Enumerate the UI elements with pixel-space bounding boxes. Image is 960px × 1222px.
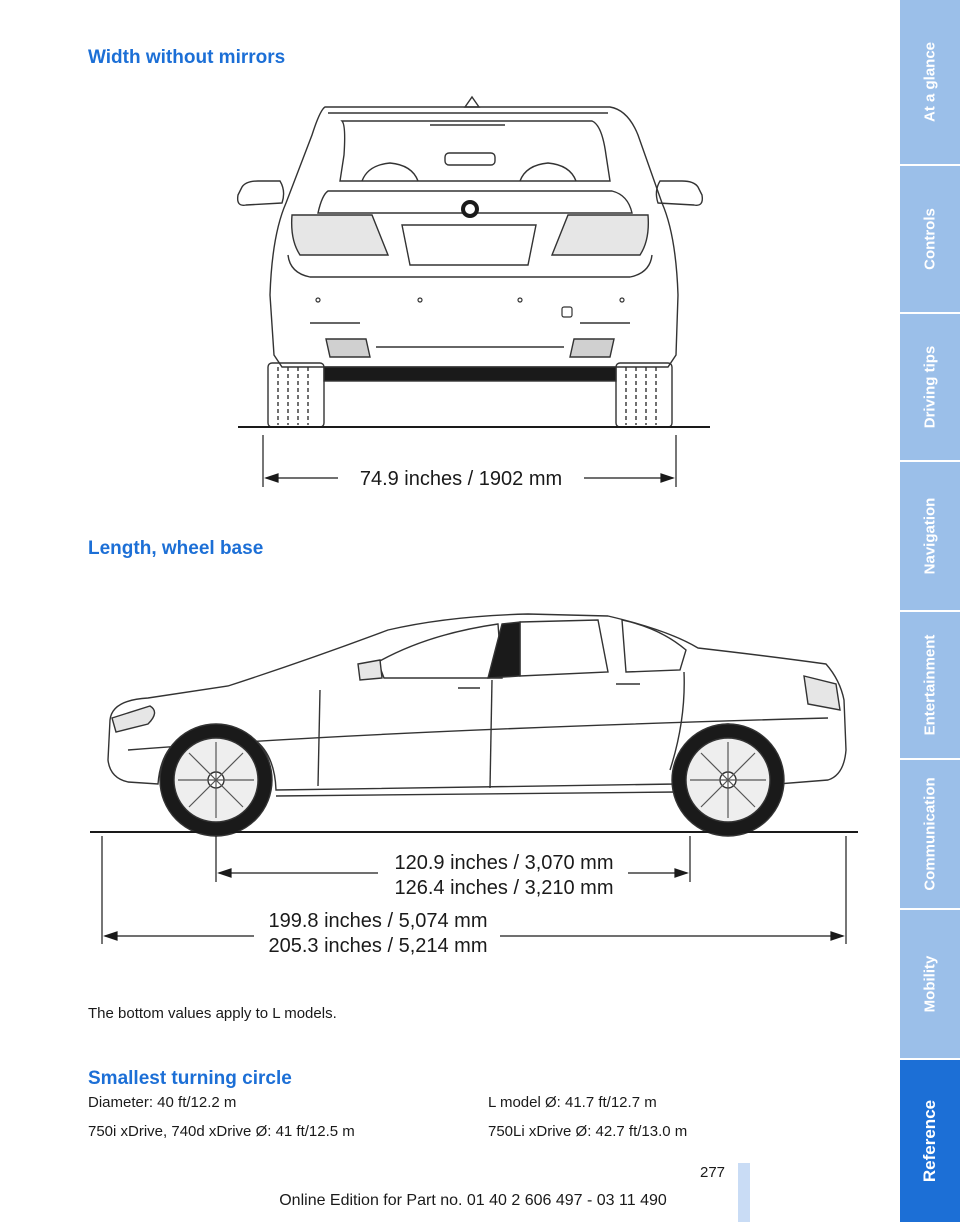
car-side-view-figure: 120.9 inches / 3,070 mm 126.4 inches / 3… [90, 613, 858, 957]
tab-entertainment[interactable]: Entertainment [900, 612, 960, 758]
section-title-length: Length, wheel base [88, 538, 264, 559]
tab-reference[interactable]: Reference [900, 1060, 960, 1222]
tab-driving-tips[interactable]: Driving tips [900, 314, 960, 460]
turning-diameter: Diameter: 40 ft/12.2 m [88, 1094, 237, 1111]
length-l-dimension-label: 205.3 inches / 5,214 mm [268, 935, 487, 957]
l-models-note: The bottom values apply to L models. [88, 1005, 337, 1022]
chapter-tabs: At a glance Controls Driving tips Naviga… [900, 0, 960, 1222]
page-number-bar [738, 1163, 750, 1222]
width-dimension-label: 74.9 inches / 1902 mm [360, 468, 562, 490]
section-title-turning-circle: Smallest turning circle [88, 1068, 292, 1089]
footer-edition: Online Edition for Part no. 01 40 2 606 … [279, 1192, 667, 1209]
tab-mobility[interactable]: Mobility [900, 910, 960, 1058]
turning-diameter-l-model: L model Ø: 41.7 ft/12.7 m [488, 1094, 657, 1111]
tab-communication[interactable]: Communication [900, 760, 960, 908]
section-title-width: Width without mirrors [88, 47, 286, 68]
tab-navigation[interactable]: Navigation [900, 462, 960, 610]
car-rear-view-figure: 74.9 inches / 1902 mm [236, 95, 710, 490]
wheelbase-l-dimension-label: 126.4 inches / 3,210 mm [394, 877, 613, 899]
length-dimension-label: 199.8 inches / 5,074 mm [268, 910, 487, 932]
turning-diameter-750li: 750Li xDrive Ø: 42.7 ft/13.0 m [488, 1123, 688, 1140]
tab-controls[interactable]: Controls [900, 166, 960, 312]
tab-at-a-glance[interactable]: At a glance [900, 0, 960, 164]
wheelbase-dimension-label: 120.9 inches / 3,070 mm [394, 852, 613, 874]
page-number: 277 [700, 1164, 726, 1181]
turning-diameter-xdrive: 750i xDrive, 740d xDrive Ø: 41 ft/12.5 m [88, 1123, 355, 1140]
